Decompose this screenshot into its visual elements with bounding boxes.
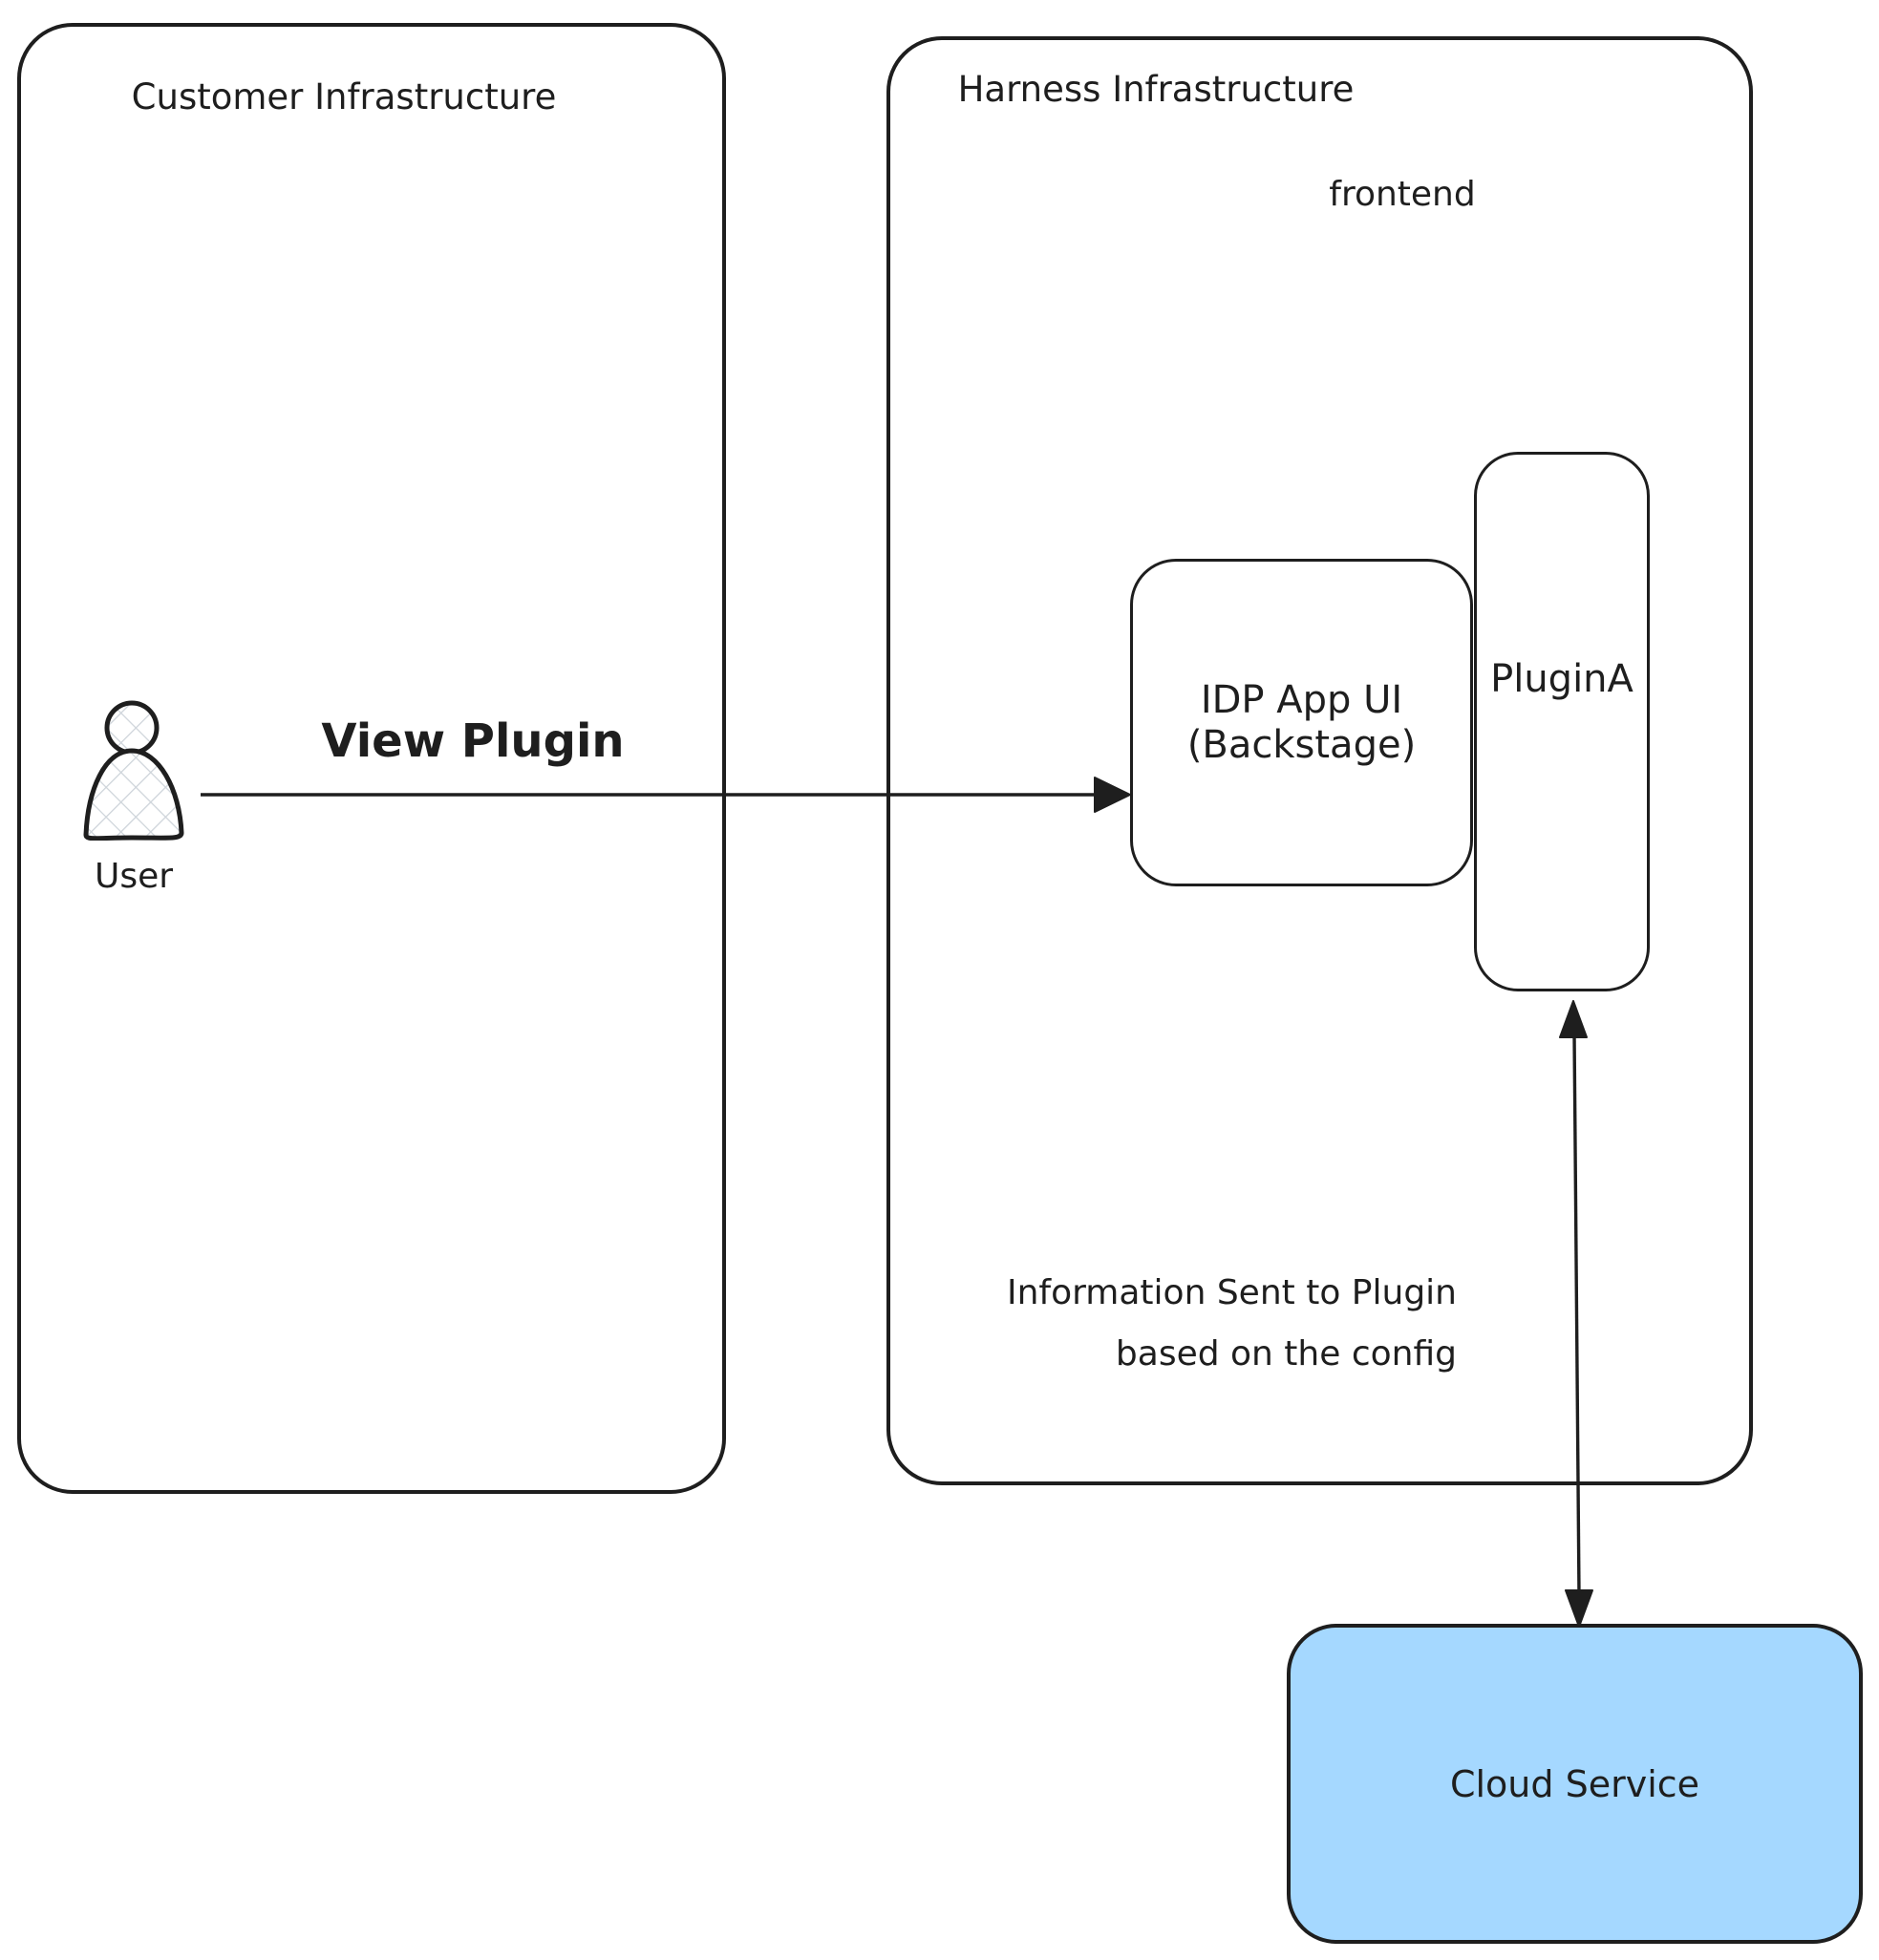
info-arrow-label-line2: based on the config xyxy=(1115,1334,1457,1374)
cloud-service-node: Cloud Service xyxy=(1287,1624,1863,1944)
plugin-a-label: PluginA xyxy=(1490,657,1633,701)
plugin-a-node xyxy=(1474,452,1650,991)
view-plugin-arrow-label: View Plugin xyxy=(321,714,625,768)
idp-app-ui-label-line1: IDP App UI xyxy=(1200,677,1403,722)
info-arrowhead-down xyxy=(1565,1589,1593,1628)
user-icon-head xyxy=(104,700,160,756)
user-icon-body xyxy=(83,748,184,841)
harness-box-title: Harness Infrastructure xyxy=(957,69,1355,110)
info-arrow-label-line1: Information Sent to Plugin xyxy=(1007,1273,1457,1312)
user-icon xyxy=(83,700,184,841)
idp-app-ui-label-line2: (Backstage) xyxy=(1186,722,1417,767)
customer-box-title: Customer Infrastructure xyxy=(131,76,557,117)
cloud-service-label: Cloud Service xyxy=(1449,1762,1700,1805)
info-arrow-label: Information Sent to Plugin based on the … xyxy=(1007,1263,1457,1385)
idp-app-ui-node: IDP App UI (Backstage) xyxy=(1130,559,1473,886)
user-label: User xyxy=(94,857,174,896)
frontend-region-label: frontend xyxy=(1329,175,1476,214)
